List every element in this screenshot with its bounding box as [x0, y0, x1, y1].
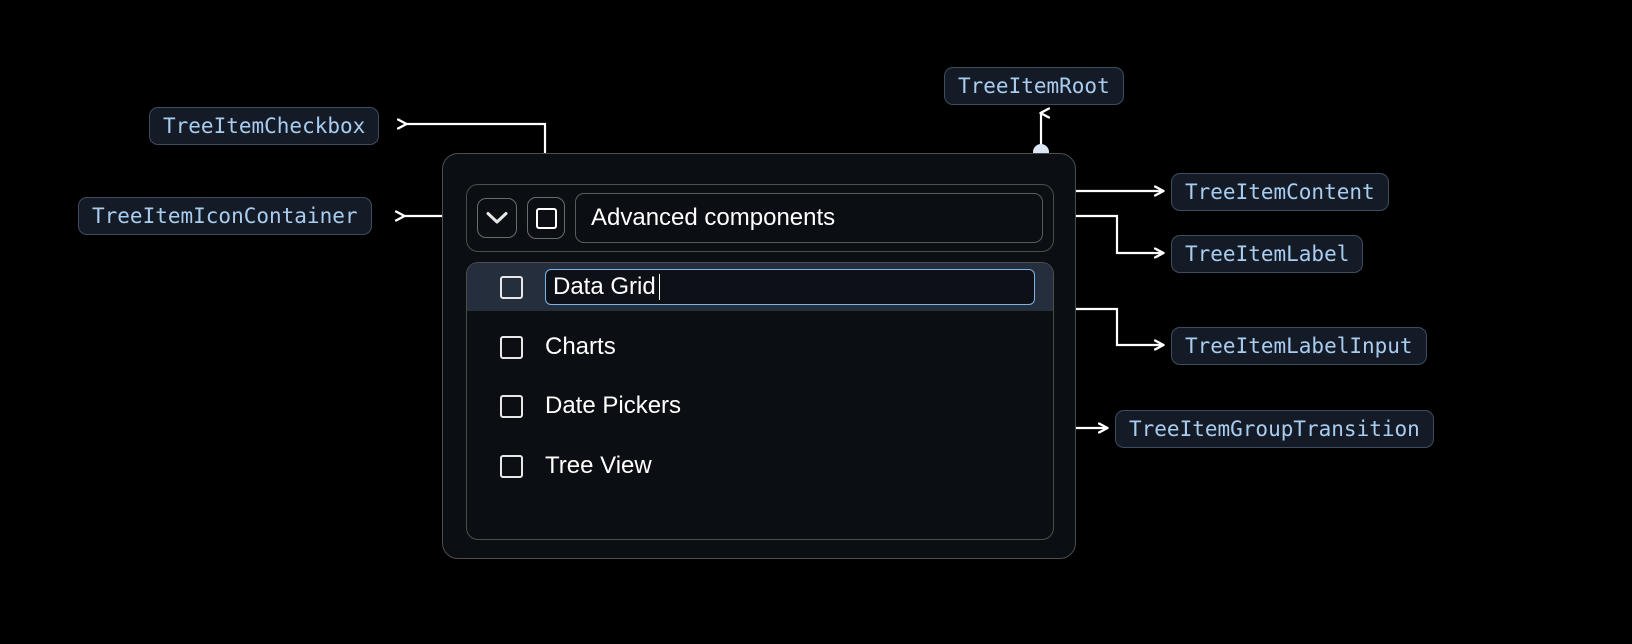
checkbox-box-icon[interactable]	[500, 454, 523, 478]
chevron-down-icon	[486, 211, 508, 225]
annotation-chip-tree-item-checkbox[interactable]: TreeItemCheckbox	[149, 107, 380, 145]
text-caret	[658, 274, 661, 300]
checkbox-box-icon[interactable]	[500, 394, 523, 418]
tree-item-row-tree-view[interactable]: Tree View	[467, 442, 1053, 490]
tree-item-row-date-pickers[interactable]: Date Pickers	[467, 382, 1053, 430]
checkbox-box-icon	[535, 207, 557, 229]
annotation-chip-tree-item-group-transition[interactable]: TreeItemGroupTransition	[1115, 410, 1434, 448]
checkbox-box-icon[interactable]	[500, 335, 523, 359]
annotation-chip-tree-item-label-input[interactable]: TreeItemLabelInput	[1171, 327, 1427, 365]
checkbox-box-icon[interactable]	[500, 275, 523, 299]
tree-item-row-data-grid[interactable]: Data Grid	[467, 263, 1053, 311]
tree-item-label: Date Pickers	[545, 392, 682, 419]
tree-item-label-input-value: Data Grid	[553, 273, 656, 300]
tree-item-label-input[interactable]: Data Grid	[545, 269, 1035, 305]
tree-item-icon-container[interactable]	[477, 198, 517, 238]
tree-item-content[interactable]: Advanced components	[466, 184, 1054, 252]
annotation-chip-tree-item-root[interactable]: TreeItemRoot	[944, 67, 1124, 105]
tree-item-label: Tree View	[545, 452, 652, 479]
tree-item-root: Advanced components Data Grid Charts Dat…	[442, 153, 1076, 559]
annotation-chip-tree-item-icon-container[interactable]: TreeItemIconContainer	[78, 197, 372, 235]
tree-item-label: Advanced components	[575, 193, 1043, 243]
annotation-chip-tree-item-label[interactable]: TreeItemLabel	[1171, 235, 1364, 273]
annotation-chip-tree-item-content[interactable]: TreeItemContent	[1171, 173, 1389, 211]
tree-item-checkbox[interactable]	[527, 197, 565, 239]
tree-item-label: Charts	[545, 333, 616, 360]
tree-item-row-charts[interactable]: Charts	[467, 323, 1053, 371]
tree-item-group-transition: Data Grid Charts Date Pickers Tree View	[466, 262, 1054, 540]
